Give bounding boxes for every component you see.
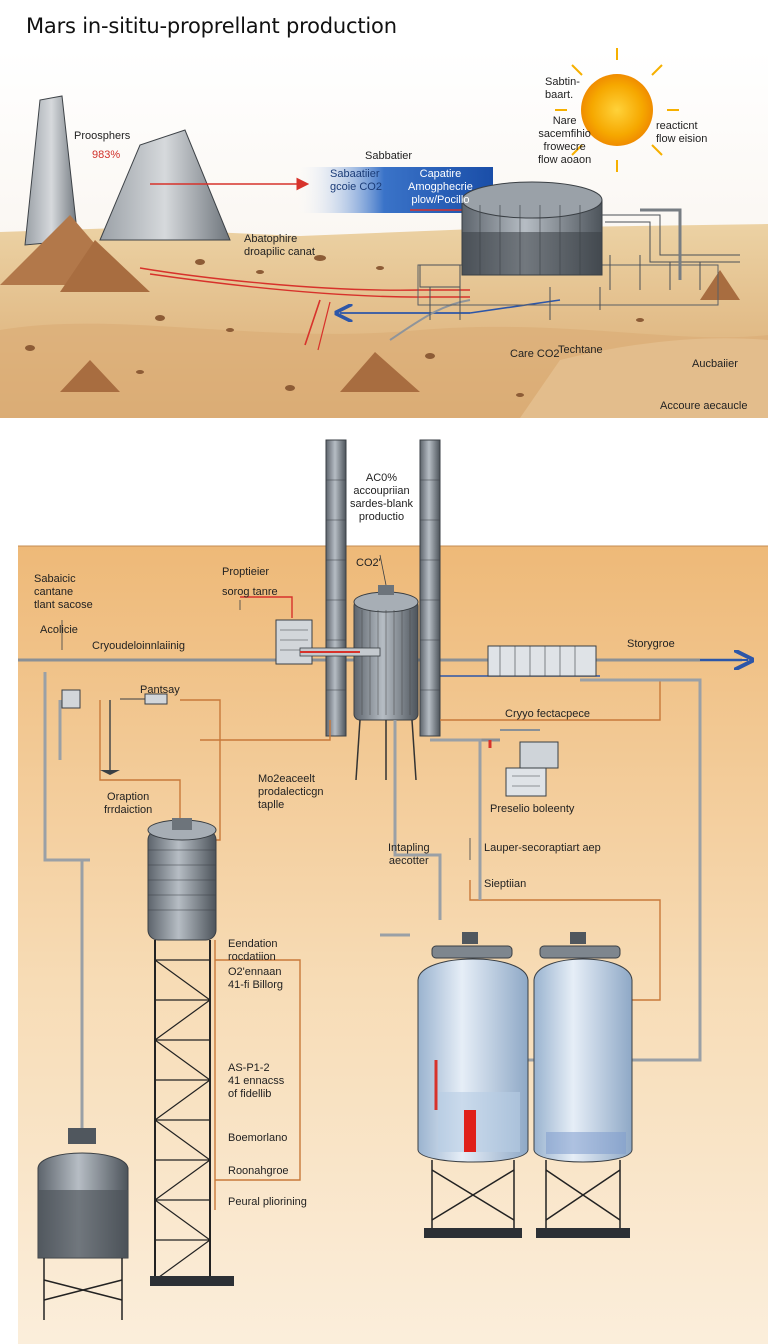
page-title: Mars in-sititu-proprellant production [26,14,397,38]
label-ac-block: AC0% accoupriian sardes-blank productio [350,472,413,523]
label-nare: Nare sacemfihio frowecre flow aoaon [538,115,592,166]
label-bendation: Eendation rocdatiion [228,938,278,963]
label-peural: Peural pliorining [228,1196,307,1208]
label-prosphers: Proosphers [74,130,131,142]
label-sorog-tanre: sorog tanre [222,586,278,598]
label-reaction: reacticnt flow eision [656,120,708,145]
label-intapling: Intapling aecotter [388,842,430,867]
label-proptieier: Proptieier [222,566,270,578]
label-preselio: Preselio boleenty [490,803,575,815]
label-care-co2: Care CO2 [510,348,560,360]
top-scene [0,48,768,420]
label-lauper: Lauper-secoraptiart aep [484,842,601,854]
sun-icon [555,48,679,172]
label-cryyo: Cryyo fectacpece [505,708,590,720]
label-cryoudeloin: Cryoudeloinnlaiinig [92,640,185,652]
label-sabbatier: Sabbatier [365,150,413,162]
bottom-scene [18,439,768,1344]
label-abatophire: Abatophire droapilic canat [244,233,315,258]
label-banner-right: Capatire Amogphecrie plow/Pocillo [408,168,473,206]
label-percent: 983% [92,149,121,161]
label-oraption: Oraption frrdaiction [104,791,153,816]
label-pantsay: Pantsay [140,684,180,696]
label-mo2: Mo2eaceelt prodalecticgn taplle [258,773,324,811]
label-accoure: Accoure aecaucle [660,400,748,412]
label-aucbaiier: Aucbaiier [692,358,738,370]
label-co2: CO2' [356,557,381,569]
label-sun: Sabtin- baart. [545,76,580,101]
label-acolicie: Acolicie [40,624,78,636]
label-boemorlano: Boemorlano [228,1132,288,1144]
label-storygroe: Storygroe [627,638,675,650]
label-as-block: AS-P1-2 41 ennacss of fidellib [228,1062,285,1100]
label-sabaicic: Sabaicic cantane tlant sacose [34,573,93,611]
label-banner-left: Sabaatiier gcoie CO2 [330,168,382,193]
label-roonahgroe: Roonahgroe [228,1165,289,1177]
label-techtane: Techtane [558,344,603,356]
label-sieptiian: Sieptiian [484,878,527,890]
label-o2-block: O2'ennaan 41-fi Billorg [228,966,284,991]
